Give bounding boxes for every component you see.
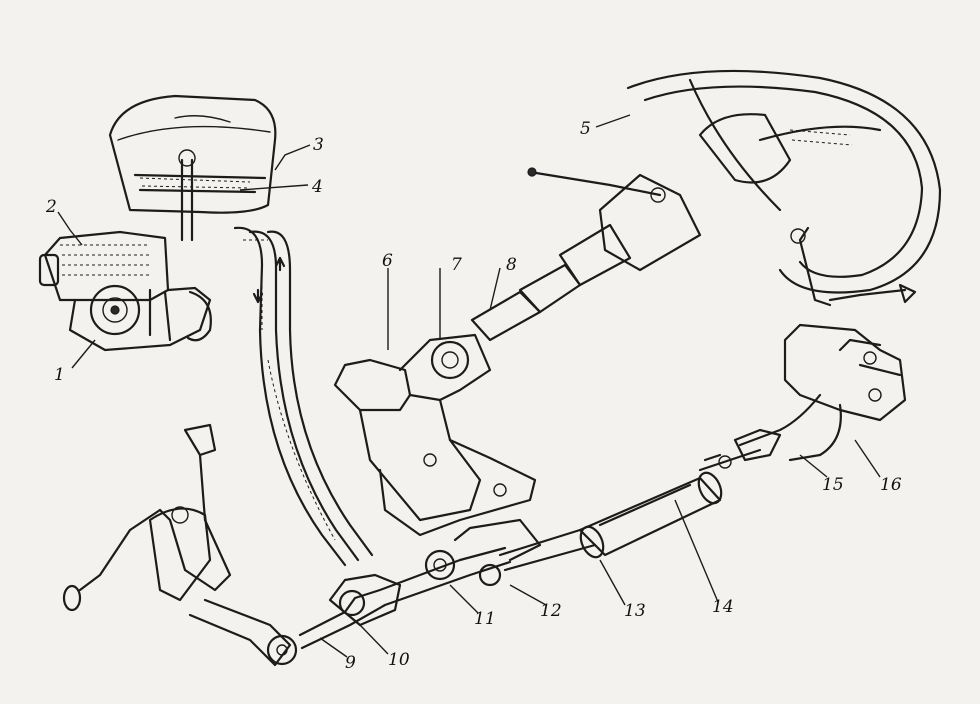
pressure-hoses: [233, 226, 374, 567]
callout-labels: 1 2 3 4 5 6 7 8 9 10 11 12 13 14 15 16: [45, 119, 902, 673]
leader-lines: [57, 114, 881, 658]
callout-7: 7: [451, 255, 462, 275]
steering-wheel: [626, 69, 942, 307]
callout-14: 14: [712, 597, 734, 617]
callout-15: 15: [822, 475, 844, 495]
callout-3: 3: [313, 135, 324, 155]
callout-5: 5: [580, 119, 591, 139]
callout-13: 13: [624, 601, 646, 621]
callout-8: 8: [506, 255, 517, 275]
steering-column: [470, 167, 702, 342]
callout-16: 16: [880, 475, 902, 495]
tie-rod-assembly: [298, 518, 542, 650]
steering-gear: [333, 333, 537, 537]
callout-6: 6: [382, 251, 393, 271]
steering-knuckle: [62, 423, 298, 667]
callout-2: 2: [45, 197, 57, 217]
callout-12: 12: [540, 601, 562, 621]
power-cylinder: [498, 448, 762, 572]
callout-1: 1: [54, 365, 65, 385]
control-valve-bracket: [733, 283, 917, 462]
callout-11: 11: [474, 609, 496, 629]
callout-9: 9: [345, 653, 356, 673]
callout-10: 10: [388, 650, 410, 670]
callout-4: 4: [311, 177, 323, 197]
power-steering-pump: [38, 94, 277, 352]
